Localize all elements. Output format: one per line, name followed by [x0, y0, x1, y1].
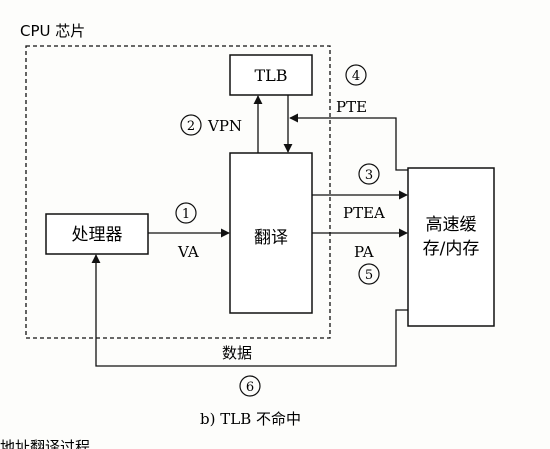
step-5-badge: 5: [358, 263, 380, 285]
step-6-badge: 6: [239, 375, 261, 397]
step-3-badge: 3: [358, 163, 380, 185]
step-4-badge: 4: [345, 64, 367, 86]
pte-label: PTE: [336, 98, 367, 116]
pa-label: PA: [354, 243, 374, 261]
processor-label: 处理器: [72, 225, 123, 245]
vpn-label: VPN: [207, 117, 242, 135]
step-1-badge: 1: [175, 202, 197, 224]
va-label: VA: [177, 243, 199, 261]
tlb-label: TLB: [254, 66, 287, 85]
figure-caption: b) TLB 不命中: [200, 410, 301, 428]
step-6-number: 6: [246, 380, 254, 395]
step-5-number: 5: [365, 268, 373, 283]
cache-memory-label-line2: 存/内存: [423, 239, 480, 259]
step-1-number: 1: [182, 207, 190, 222]
translate-box: [229, 152, 313, 314]
cache-memory-box: [407, 167, 495, 327]
processor-box: [45, 213, 149, 255]
translate-label: 翻译: [254, 228, 288, 248]
step-2-badge: 2: [180, 114, 202, 136]
step-2-number: 2: [187, 119, 195, 134]
cache-memory-label-line1: 高速缓: [426, 215, 477, 235]
step-3-number: 3: [365, 168, 373, 183]
data-arrow: [91, 254, 408, 367]
bottom-cut-text: 地址翻译过程: [0, 438, 90, 449]
ptea-label: PTEA: [343, 204, 385, 222]
data-label: 数据: [222, 344, 252, 362]
cpu-chip-boundary: [25, 45, 331, 339]
pte-arrow: [289, 113, 408, 171]
cpu-chip-label: CPU 芯片: [20, 22, 85, 40]
tlb-box: [229, 54, 313, 96]
step-4-number: 4: [352, 69, 360, 84]
